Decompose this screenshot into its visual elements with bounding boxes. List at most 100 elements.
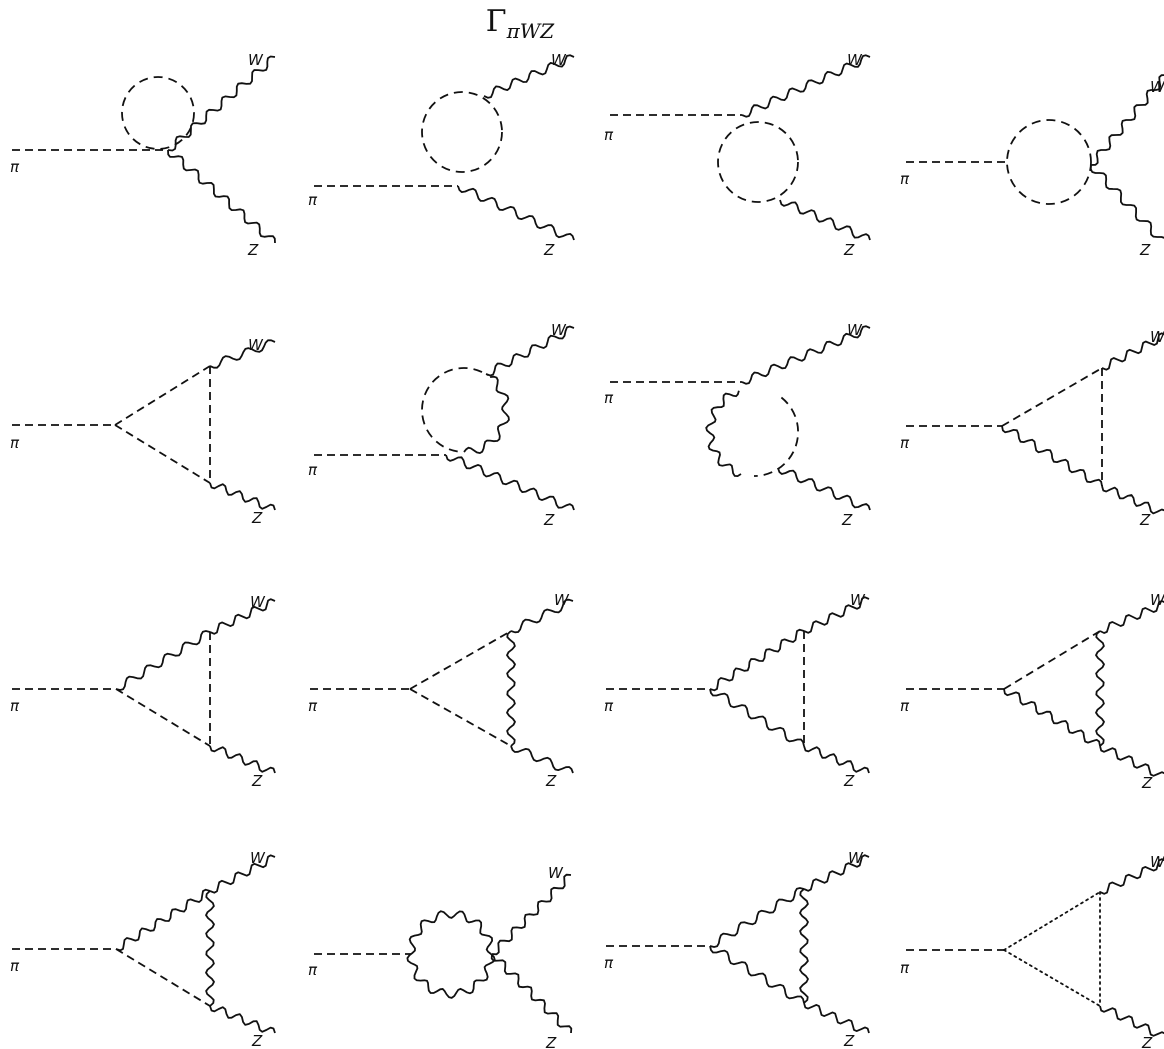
pion-label: π	[308, 461, 318, 479]
scalar-loop	[717, 121, 799, 203]
z-label: Z	[843, 772, 855, 790]
feynman-diagram-gauge-bubble-s-channel: WZπ	[308, 864, 573, 1049]
z-label: Z	[545, 1034, 557, 1049]
feynman-diagram-triangle-dashed-dashed-wavy: WZπ	[308, 591, 574, 790]
feynman-diagram-scalar-bubble-s-channel: W Zπ	[900, 74, 1164, 259]
feynman-diagram-scalar-bubble-pi-side: WZπ	[308, 51, 575, 259]
pion-label: π	[900, 697, 910, 715]
w-label: W	[551, 321, 567, 339]
loop-lower-edge	[1001, 425, 1103, 487]
gauge-loop-arc	[463, 375, 510, 455]
pion-label: π	[10, 158, 20, 176]
loop-lower-edge	[115, 948, 211, 1007]
w-label: W	[250, 849, 266, 867]
w-label: W	[250, 593, 266, 611]
w-boson-line	[485, 325, 575, 377]
ghost-lower-edge	[1003, 949, 1101, 1007]
z-label: Z	[843, 241, 855, 259]
loop-upper-edge	[709, 887, 805, 948]
w-boson-line	[1090, 74, 1164, 166]
w-boson-line	[803, 596, 870, 634]
w-boson-line	[741, 54, 871, 118]
pion-label: π	[604, 954, 614, 972]
z-label: Z	[545, 772, 557, 790]
feynman-diagram-triangle-dashed-wavy-dashed: W Zπ	[900, 328, 1164, 529]
feynman-diagram-triangle-wavy-wavy-dashed: W Zπ	[604, 591, 870, 790]
z-label: Z	[1141, 1034, 1153, 1049]
z-label: Z	[1139, 511, 1151, 529]
feynman-diagram-scalar-triangle: WZπ	[10, 336, 276, 527]
pion-label: π	[900, 170, 910, 188]
loop-upper-edge	[409, 630, 512, 690]
loop-vertical-edge	[1095, 630, 1105, 747]
w-boson-line	[209, 339, 276, 369]
loop-lower-edge	[409, 688, 512, 747]
scalar-tadpole-loop	[121, 76, 195, 150]
w-boson-line	[803, 854, 870, 892]
w-label: W	[848, 849, 864, 867]
feynman-diagram-gauge-scalar-bubble: W Zπ	[604, 321, 871, 529]
z-boson-line	[1099, 745, 1164, 777]
w-boson-line	[167, 55, 276, 152]
loop-upper-edge	[709, 628, 805, 692]
w-label: W	[554, 591, 570, 609]
w-boson-line	[1099, 858, 1164, 895]
z-boson-line	[490, 953, 573, 1034]
w-boson-line	[510, 598, 574, 634]
z-label: Z	[247, 241, 259, 259]
pion-label: π	[10, 957, 20, 975]
pion-label: π	[900, 434, 910, 452]
feynman-diagram-triangle-dashed-wavy-wavy: WZπ	[900, 591, 1164, 792]
feynman-diagram-triangle-wavy-dashed-wavy: W Zπ	[10, 849, 276, 1049]
pion-label: π	[604, 389, 614, 407]
z-label: Z	[1141, 774, 1153, 792]
loop-vertical-edge	[799, 888, 809, 1004]
loop-lower-edge	[115, 688, 211, 747]
z-label: Z	[251, 1032, 263, 1049]
z-boson-line	[510, 745, 574, 774]
pion-label: π	[308, 191, 318, 209]
z-boson-line	[209, 482, 276, 511]
w-boson-line	[209, 598, 276, 635]
loop-lower-edge	[709, 945, 805, 1004]
pion-label: π	[604, 697, 614, 715]
pion-label: π	[10, 697, 20, 715]
w-label: W	[1150, 78, 1164, 96]
z-boson-line	[803, 745, 870, 774]
w-label: W	[847, 321, 863, 339]
feynman-diagram-ghost-triangle: WZπ	[900, 853, 1164, 1049]
w-boson-line	[741, 325, 871, 385]
z-label: Z	[841, 511, 853, 529]
w-label: W	[1150, 328, 1164, 346]
loop-vertical-edge	[205, 890, 215, 1007]
gauge-loop	[406, 910, 496, 999]
z-boson-line	[779, 199, 871, 241]
ghost-upper-edge	[1003, 891, 1101, 951]
z-label: Z	[543, 511, 555, 529]
w-label: W	[847, 51, 863, 69]
title-main: Γ	[485, 4, 507, 39]
z-label: Z	[543, 241, 555, 259]
scalar-loop-arc	[753, 396, 799, 477]
w-boson-line	[209, 854, 276, 894]
w-label: W	[850, 591, 866, 609]
w-boson-line	[1099, 600, 1164, 634]
title-subscript: πWZ	[506, 19, 555, 43]
w-label: W	[1150, 853, 1164, 871]
scalar-loop-arc	[421, 367, 489, 453]
scalar-loop	[1006, 119, 1092, 205]
feynman-diagram-scalar-bubble-pi-side-mirrored: W Zπ	[604, 51, 871, 259]
z-boson-line	[1101, 485, 1164, 515]
z-boson-line	[777, 467, 871, 511]
z-label: Z	[251, 509, 263, 527]
feynman-diagram-scalar-gauge-bubble: W Zπ	[308, 321, 575, 529]
z-boson-line	[209, 745, 276, 774]
z-boson-line	[1099, 1005, 1164, 1037]
z-boson-line	[209, 1005, 276, 1034]
loop-upper-edge	[114, 365, 211, 426]
feynman-diagram-triangle-wavy-wavy-wavy: WZπ	[604, 849, 870, 1049]
loop-upper-edge	[1003, 630, 1101, 690]
z-label: Z	[1139, 241, 1151, 259]
pion-label: π	[604, 126, 614, 144]
